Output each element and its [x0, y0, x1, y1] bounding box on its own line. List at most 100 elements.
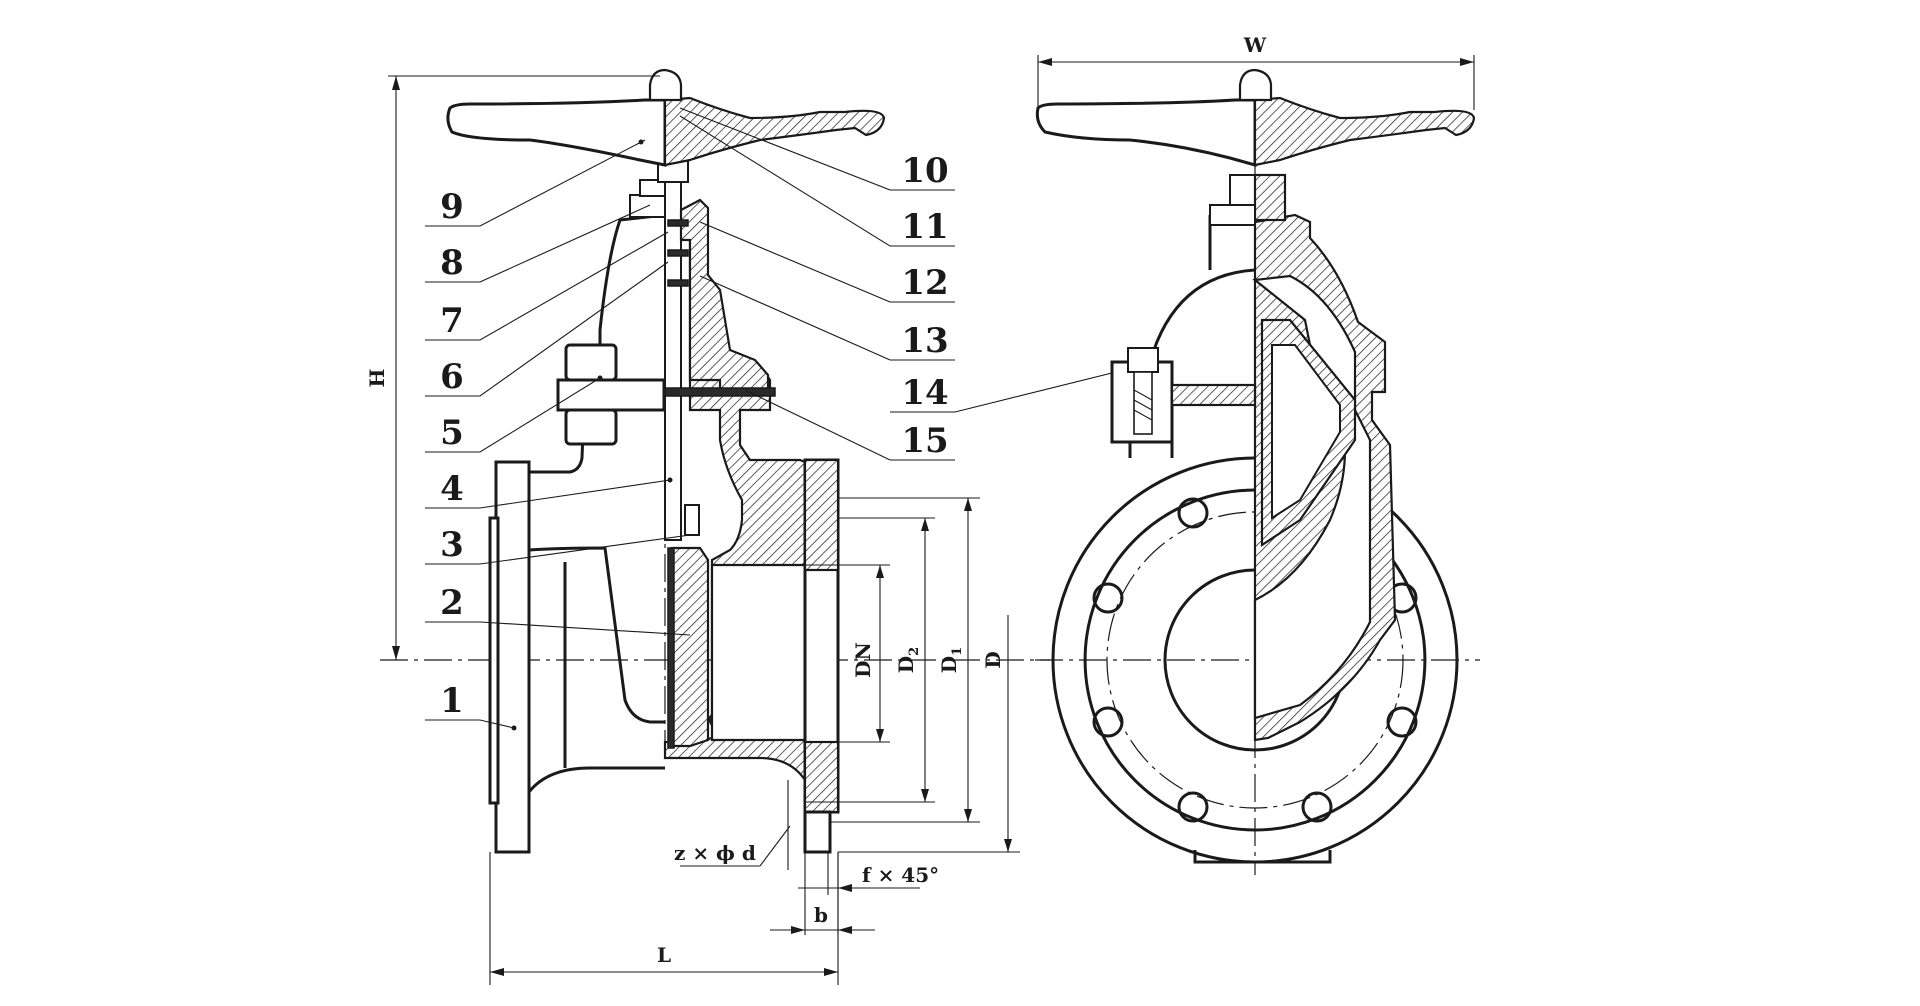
bolt-thread-2	[1133, 399, 1153, 411]
front-bolt-head	[1127, 347, 1159, 373]
dim-d-label: D	[981, 651, 1005, 668]
wedge-section	[670, 546, 710, 748]
part-label-15: 15	[901, 421, 948, 461]
dim-l-arrow-left	[490, 968, 504, 976]
part-callouts-right: 10 11 12 13 14 15	[679, 107, 1141, 461]
dim-bolt-leader	[759, 825, 791, 867]
part-label-7: 7	[440, 301, 464, 341]
leader-11	[679, 115, 955, 247]
front-gland-section	[1253, 173, 1287, 222]
part-label-2: 2	[440, 583, 464, 623]
leader-9	[425, 139, 646, 227]
handwheel-rim-left	[446, 98, 667, 167]
dim-d1-arrow-bottom	[964, 809, 972, 822]
body-wedge-outline	[528, 546, 665, 724]
leader-13	[699, 275, 955, 361]
dim-d2-arrow-top	[921, 518, 929, 531]
left-flange-face	[488, 516, 500, 805]
bolt-hole	[1177, 791, 1209, 823]
part-label-14: 14	[901, 373, 948, 413]
bolt-hole	[1092, 706, 1124, 738]
part-label-11: 11	[901, 207, 948, 247]
leader-4	[425, 479, 671, 509]
wedge-rubber-lining	[667, 547, 675, 749]
bolt-hole	[1301, 791, 1333, 823]
dim-d1-label: D1	[937, 647, 965, 673]
part-label-12: 12	[901, 263, 948, 303]
part-label-8: 8	[440, 243, 464, 283]
leader-14	[890, 365, 1141, 413]
front-handwheel-left	[1035, 98, 1257, 167]
handwheel-spoke-section	[663, 96, 886, 167]
dim-d-arrow-bottom	[1004, 839, 1012, 852]
flange-spigot	[803, 810, 832, 854]
dim-f-arrow	[838, 884, 852, 892]
stem-nut	[684, 504, 700, 536]
left-flange	[494, 460, 531, 854]
part-callouts-left: 9 8 7 6 5 4 3 2 1	[425, 139, 691, 731]
part-label-5: 5	[440, 413, 464, 453]
part-label-13: 13	[901, 321, 948, 361]
bonnet-flange-left	[556, 378, 666, 412]
leader-10	[679, 107, 955, 191]
dim-h-label: H	[365, 369, 389, 388]
front-raised-face	[1083, 488, 1256, 832]
leader-1	[425, 719, 515, 729]
o-ring-1	[667, 219, 689, 227]
bore-cutout	[710, 563, 807, 742]
dim-d2-label: D2	[894, 647, 922, 673]
bonnet-bolt-head	[564, 343, 618, 382]
front-flange-outer-left	[1051, 456, 1256, 864]
leader-8	[425, 204, 651, 283]
front-base	[1193, 850, 1332, 864]
leader-9-dot	[638, 139, 644, 145]
dim-b-arrow-left	[791, 926, 805, 934]
o-ring-2	[667, 249, 689, 257]
leader-6	[425, 261, 669, 397]
gland-cap-left	[639, 179, 666, 197]
leader-3	[425, 534, 691, 565]
dim-w-label: W	[1243, 33, 1267, 57]
leader-1-dot	[511, 725, 517, 731]
front-bolt-shank	[1133, 371, 1153, 435]
front-gland-left	[1209, 204, 1256, 226]
side-section-view	[380, 68, 1050, 854]
dim-w-arrow-left	[1038, 58, 1052, 66]
front-bonnet-joint	[1170, 383, 1257, 407]
leader-7	[425, 231, 669, 341]
bolt-hole	[1092, 582, 1124, 614]
part-label-9: 9	[440, 187, 464, 227]
dim-b-label: b	[814, 903, 828, 927]
front-handwheel-cap	[1238, 68, 1273, 102]
handwheel-cap	[648, 68, 683, 102]
bolt-hole	[1177, 497, 1209, 529]
bolt-thread-3	[1133, 409, 1153, 421]
bolt-thread-1	[1133, 389, 1153, 401]
bonnet-nut	[564, 408, 618, 446]
dim-l-arrow-right	[824, 968, 838, 976]
dim-h-arrow-bottom	[392, 646, 400, 660]
part-label-4: 4	[440, 469, 464, 509]
bolt-hole	[1386, 706, 1418, 738]
body-outline-lower	[527, 766, 665, 793]
dim-d2-arrow-bottom	[921, 789, 929, 802]
dim-bolt-label: z × ϕ d	[674, 841, 756, 865]
leader-12	[699, 221, 955, 303]
dim-dn-arrow-top	[876, 565, 884, 578]
leader-2	[425, 621, 691, 636]
front-handwheel-section	[1253, 96, 1476, 167]
part-label-3: 3	[440, 525, 464, 565]
dim-h-arrow-top	[392, 76, 400, 90]
part-label-6: 6	[440, 357, 464, 397]
dim-w-arrow-right	[1460, 58, 1474, 66]
dim-dn-label: DN	[851, 642, 875, 678]
valve-stem	[664, 159, 682, 541]
part-label-10: 10	[901, 151, 948, 191]
dim-b-arrow-right	[838, 926, 852, 934]
leader-5	[425, 377, 601, 453]
dim-f-label: f × 45°	[862, 863, 939, 887]
bonnet-gasket	[664, 387, 776, 397]
leader-5-dot	[597, 375, 603, 381]
front-view: W	[1035, 33, 1480, 875]
dim-l-label: L	[657, 943, 671, 967]
